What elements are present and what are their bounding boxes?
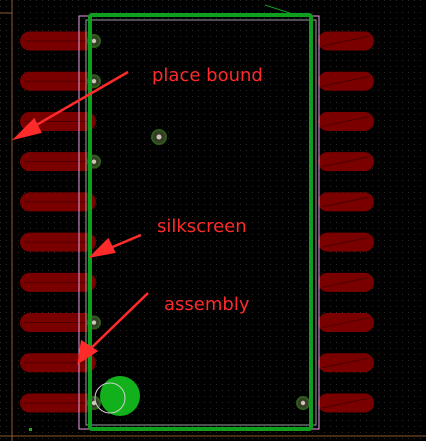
pad-right-hatch bbox=[321, 317, 371, 329]
via-right-drill bbox=[300, 400, 306, 406]
assembly-outline[interactable] bbox=[85, 19, 317, 426]
pad-right-hatch bbox=[321, 196, 371, 208]
pin1-indicator bbox=[94, 376, 140, 416]
pad-right-hatch bbox=[321, 397, 371, 409]
pad-right-hatch bbox=[321, 35, 371, 47]
via-left-drill bbox=[91, 38, 97, 44]
label-place-bound: place bound bbox=[152, 65, 263, 86]
arrow-place-bound bbox=[25, 70, 129, 133]
label-silkscreen: silkscreen bbox=[157, 216, 247, 237]
via-left-drill bbox=[91, 320, 97, 325]
pad-right-hatch bbox=[321, 276, 371, 288]
pad-right-hatch bbox=[321, 75, 371, 87]
via-left-drill bbox=[91, 159, 97, 164]
pad-right-hatch bbox=[321, 156, 371, 168]
silkscreen-pin1-notch bbox=[264, 4, 303, 18]
pads-right-column bbox=[296, 31, 374, 413]
arrow-assembly bbox=[84, 292, 149, 355]
silkscreen-outline[interactable] bbox=[88, 13, 313, 431]
origin-marker bbox=[29, 428, 32, 431]
via-center[interactable] bbox=[151, 129, 167, 145]
via-left-drill bbox=[91, 79, 97, 84]
pad-right-hatch bbox=[321, 236, 371, 248]
annotation-arrows bbox=[11, 70, 149, 365]
label-assembly: assembly bbox=[164, 294, 250, 315]
pad-right-hatch bbox=[321, 115, 371, 127]
pad-right-hatch bbox=[321, 357, 371, 369]
